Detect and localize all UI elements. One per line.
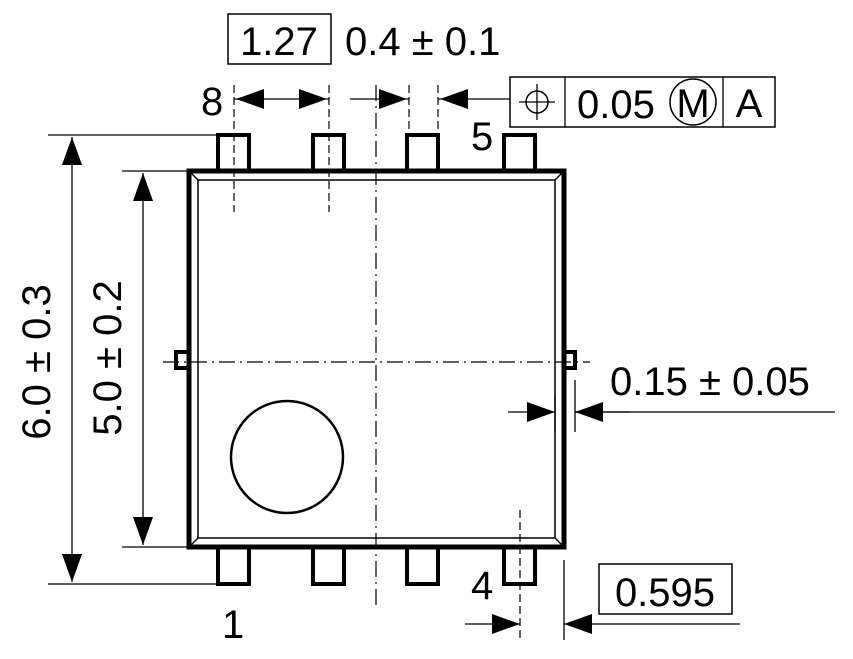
lead-width-dimension: 0.4 ± 0.1: [345, 20, 500, 64]
pitch-basic-box: [227, 13, 332, 65]
body-height-dimension: 5.0 ± 0.2: [86, 280, 130, 435]
pin-4-label: 4: [471, 564, 493, 608]
lead-1: [216, 545, 251, 586]
mmc-modifier: M: [676, 82, 709, 126]
pin-5-label: 5: [471, 115, 493, 159]
side-tab-left: [174, 350, 191, 370]
lead-3: [405, 545, 440, 586]
datum-reference: A: [736, 82, 763, 126]
side-tab-right: [562, 350, 577, 370]
mmc-modifier-circle: [669, 78, 717, 126]
lead-2: [311, 545, 346, 586]
pin-1-label: 1: [222, 603, 244, 647]
position-tolerance-value: 0.05: [577, 83, 655, 127]
bottom-leads: [216, 545, 537, 586]
pin-8-label: 8: [201, 80, 223, 124]
feature-control-frame: 0.05 M A: [509, 76, 776, 128]
pin-1-marker: [229, 399, 345, 515]
lead-6: [405, 133, 440, 173]
lead-offset-basic-box: [598, 563, 733, 615]
lead-5: [502, 133, 537, 173]
total-height-dimension: 6.0 ± 0.3: [15, 284, 59, 439]
position-tolerance-icon: [519, 84, 555, 120]
lead-offset-dimension: 0.595: [615, 571, 715, 615]
tab-width-dimension: 0.15 ± 0.05: [610, 360, 810, 404]
pitch-dimension: 1.27: [240, 20, 318, 64]
